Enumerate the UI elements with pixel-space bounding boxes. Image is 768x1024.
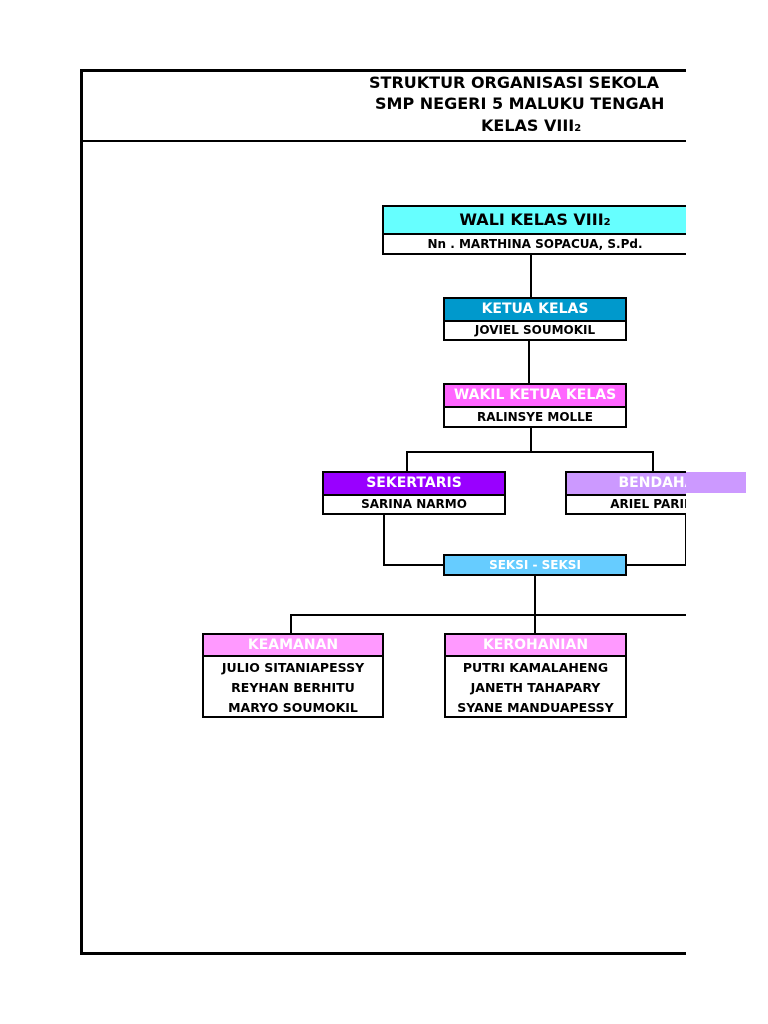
ketua-kelas-role: KETUA KELAS [445, 299, 625, 320]
org-chart: WALI KELAS VIII2 Nn . MARTHINA SOPACUA, … [202, 205, 686, 718]
connector-bendahara-seksi [626, 564, 686, 566]
seksi-role: SEKSI - SEKSI [445, 556, 625, 574]
connector-to-bendahara [652, 451, 654, 471]
title-line-2: SMP NEGERI 5 MALUKU TENGAH [375, 94, 665, 113]
connector-branch-horizontal [406, 451, 654, 453]
connector-to-sekertaris [406, 451, 408, 471]
kerohanian-member: SYANE MANDUAPESSY [457, 700, 614, 715]
keamanan-member: MARYO SOUMOKIL [228, 700, 358, 715]
title-class-subscript: 2 [574, 123, 582, 134]
keamanan-divider [204, 655, 382, 657]
connector-to-keamanan [290, 614, 292, 634]
wali-kelas-name: Nn . MARTHINA SOPACUA, S.Pd. [427, 237, 643, 251]
kerohanian-divider [446, 655, 625, 657]
bendahara-divider [567, 494, 686, 496]
title-line-3: KELAS VIII2 [481, 116, 581, 135]
wali-kelas-role-subscript: 2 [603, 217, 611, 228]
kerohanian-member: JANETH TAHAPARY [470, 680, 601, 695]
wakil-ketua-box: WAKIL KETUA KELAS RALINSYE MOLLE [443, 383, 627, 428]
connector-seksi-branch [534, 575, 536, 615]
bendahara-name: ARIEL PARINU [610, 497, 686, 511]
wali-kelas-box: WALI KELAS VIII2 Nn . MARTHINA SOPACUA, … [382, 205, 686, 255]
bendahara-header-overflow [686, 472, 746, 493]
keamanan-member: JULIO SITANIAPESSY [221, 660, 365, 675]
title-line-1: STRUKTUR ORGANISASI SEKOLA [369, 73, 659, 92]
wali-kelas-divider [384, 233, 686, 235]
sheet-border-bottom [80, 952, 686, 955]
connector-sekertaris-down [383, 514, 385, 565]
seksi-box: SEKSI - SEKSI [443, 554, 627, 576]
sheet-border-top [80, 69, 686, 72]
header-divider [80, 140, 686, 142]
wakil-ketua-divider [445, 406, 625, 408]
sekertaris-name: SARINA NARMO [361, 497, 467, 511]
connector-ketua-wakil [528, 341, 530, 383]
connector-bendahara-down [685, 514, 686, 565]
wali-kelas-role-label: WALI KELAS VIII [459, 210, 604, 229]
ketua-kelas-name: JOVIEL SOUMOKIL [474, 323, 596, 337]
sekertaris-role: SEKERTARIS [324, 473, 504, 494]
ketua-kelas-box: KETUA KELAS JOVIEL SOUMOKIL [443, 297, 627, 341]
title-class-label: KELAS VIII [481, 116, 575, 135]
sekertaris-divider [324, 494, 504, 496]
sekertaris-box: SEKERTARIS SARINA NARMO [322, 471, 506, 515]
document-title: STRUKTUR ORGANISASI SEKOLA SMP NEGERI 5 … [83, 72, 686, 140]
keamanan-role: KEAMANAN [204, 635, 382, 655]
connector-seksi-horizontal [290, 614, 686, 616]
connector-to-kerohanian [534, 614, 536, 634]
keamanan-box: KEAMANAN JULIO SITANIAPESSY REYHAN BERHI… [202, 633, 384, 718]
keamanan-member: REYHAN BERHITU [231, 680, 355, 695]
connector-sekertaris-seksi [383, 564, 445, 566]
sheet-border-left [80, 69, 83, 955]
ketua-kelas-divider [445, 320, 625, 322]
wali-kelas-role: WALI KELAS VIII2 [384, 207, 686, 233]
kerohanian-box: KEROHANIAN PUTRI KAMALAHENG JANETH TAHAP… [444, 633, 627, 718]
wakil-ketua-name: RALINSYE MOLLE [476, 410, 594, 424]
wakil-ketua-role: WAKIL KETUA KELAS [445, 385, 625, 406]
kerohanian-member: PUTRI KAMALAHENG [462, 660, 609, 675]
connector-wakil-branch [530, 428, 532, 452]
connector-wali-ketua [530, 255, 532, 297]
kerohanian-role: KEROHANIAN [446, 635, 625, 655]
